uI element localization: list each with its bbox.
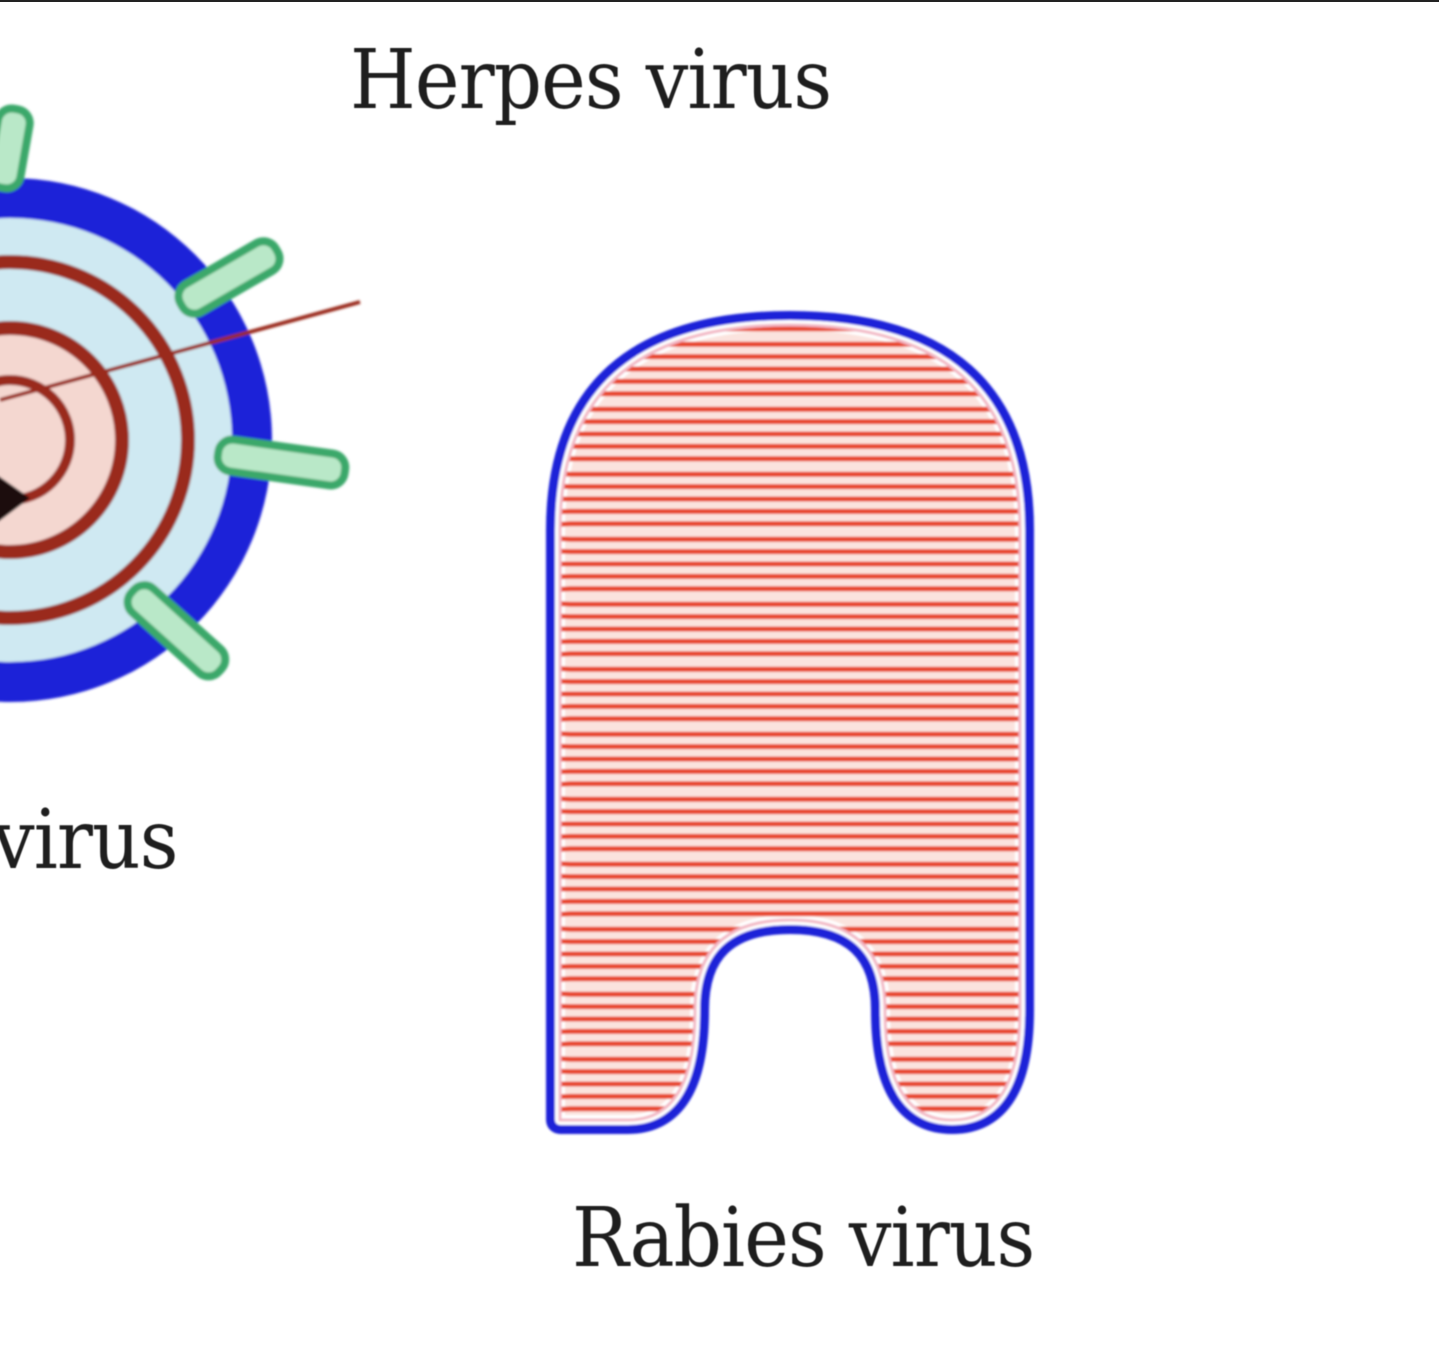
nucleocapsid-stripe: [560, 405, 1020, 412]
nucleocapsid-stripe: [560, 1068, 1020, 1075]
nucleocapsid-stripe: [560, 976, 1020, 983]
herpes-dna-core: [0, 477, 30, 521]
nucleocapsid-stripe: [560, 911, 1020, 918]
nucleocapsid-stripe: [560, 1106, 1020, 1113]
nucleocapsid-stripe: [560, 548, 1020, 555]
nucleocapsid-stripe: [560, 418, 1020, 425]
nucleocapsid-stripe: [560, 1041, 1020, 1048]
nucleocapsid-stripe: [560, 781, 1020, 788]
nucleocapsid-stripe: [560, 340, 1020, 347]
nucleocapsid-stripe: [560, 860, 1020, 867]
nucleocapsid-stripe: [560, 508, 1020, 515]
rabies-inner-outline: [558, 323, 1022, 1122]
nucleocapsid-stripe: [560, 898, 1020, 905]
nucleocapsid-stripe: [560, 716, 1020, 723]
nucleocapsid-stripe: [560, 521, 1020, 528]
nucleocapsid-stripe: [560, 378, 1020, 385]
rabies-virion-icon: [546, 311, 1034, 1134]
nucleocapsid-stripe: [560, 990, 1020, 997]
nucleocapsid-stripe: [560, 326, 1020, 333]
top-border: [0, 0, 1439, 2]
nucleocapsid-stripe: [560, 678, 1020, 685]
nucleocapsid-stripe: [560, 873, 1020, 880]
nucleocapsid-stripe: [560, 613, 1020, 620]
nucleocapsid-stripe: [560, 938, 1020, 945]
partial-virus-label: virus: [0, 793, 178, 888]
nucleocapsid-stripe: [560, 470, 1020, 477]
nucleocapsid-stripe: [560, 703, 1020, 710]
nucleocapsid-stripe: [560, 833, 1020, 840]
nucleocapsid-stripe: [560, 651, 1020, 658]
nucleocapsid-stripe: [560, 846, 1020, 853]
herpes-spike-top: [0, 104, 34, 193]
nucleocapsid-stripe: [560, 600, 1020, 607]
herpes-spike-lower-right: [123, 581, 230, 681]
nucleocapsid-stripe: [560, 573, 1020, 580]
herpes-pointer-line: [0, 300, 361, 402]
nucleocapsid-stripe: [560, 730, 1020, 737]
herpes-virus-label: Herpes virus: [350, 33, 832, 128]
nucleocapsid-stripe: [560, 1055, 1020, 1062]
nucleocapsid-stripe: [560, 1028, 1020, 1035]
nucleocapsid-stripe: [560, 456, 1020, 463]
nucleocapsid-stripe: [560, 391, 1020, 398]
nucleocapsid-stripe: [560, 1093, 1020, 1100]
nucleocapsid-stripe: [560, 483, 1020, 490]
nucleocapsid-stripe: [560, 443, 1020, 450]
nucleocapsid-stripe: [560, 535, 1020, 542]
nucleocapsid-stripe: [560, 638, 1020, 645]
nucleocapsid-stripe: [560, 1003, 1020, 1010]
herpes-capsid-outer: [0, 255, 195, 625]
nucleocapsid-stripe: [560, 743, 1020, 750]
nucleocapsid-stripe: [560, 768, 1020, 775]
nucleocapsid-stripe: [560, 795, 1020, 802]
rabies-virus-label: Rabies virus: [572, 1191, 1035, 1286]
herpes-spike-upper-right: [174, 237, 284, 318]
herpes-virion-icon: [0, 104, 361, 702]
herpes-spike-right: [213, 435, 350, 490]
rabies-nucleocapsid: [560, 326, 1020, 1113]
nucleocapsid-stripe: [560, 665, 1020, 672]
nucleocapsid-stripe: [560, 586, 1020, 593]
nucleocapsid-stripe: [560, 963, 1020, 970]
nucleocapsid-stripe: [560, 808, 1020, 815]
